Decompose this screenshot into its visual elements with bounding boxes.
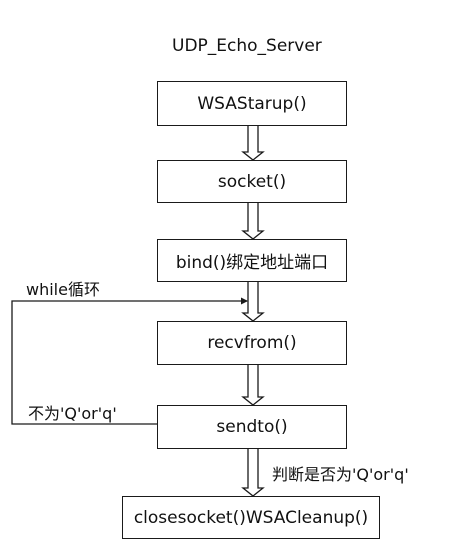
- step-recvfrom: recvfrom(): [157, 321, 347, 365]
- arrow-recvfrom-to-sendto: [241, 363, 265, 406]
- arrow-bind-to-recvfrom: [241, 280, 265, 322]
- arrow-start-to-socket: [241, 124, 265, 161]
- step-wsastartup: WSAStarup(): [157, 81, 347, 126]
- loop-condition-label: 不为'Q'or'q': [28, 404, 117, 423]
- loop-back-line: [11, 300, 247, 425]
- step-closesocket: closesocket()WSACleanup(): [122, 496, 380, 539]
- step-sendto: sendto(): [157, 405, 347, 449]
- loop-label: while循环: [26, 280, 100, 299]
- arrow-sendto-to-close: [241, 447, 265, 497]
- arrow-socket-to-bind: [241, 201, 265, 240]
- exit-condition-label: 判断是否为'Q'or'q': [272, 465, 409, 484]
- diagram-title: UDP_Echo_Server: [172, 36, 322, 56]
- loop-arrowhead: [241, 297, 248, 305]
- step-socket: socket(): [157, 160, 347, 203]
- step-bind: bind()绑定地址端口: [157, 239, 347, 282]
